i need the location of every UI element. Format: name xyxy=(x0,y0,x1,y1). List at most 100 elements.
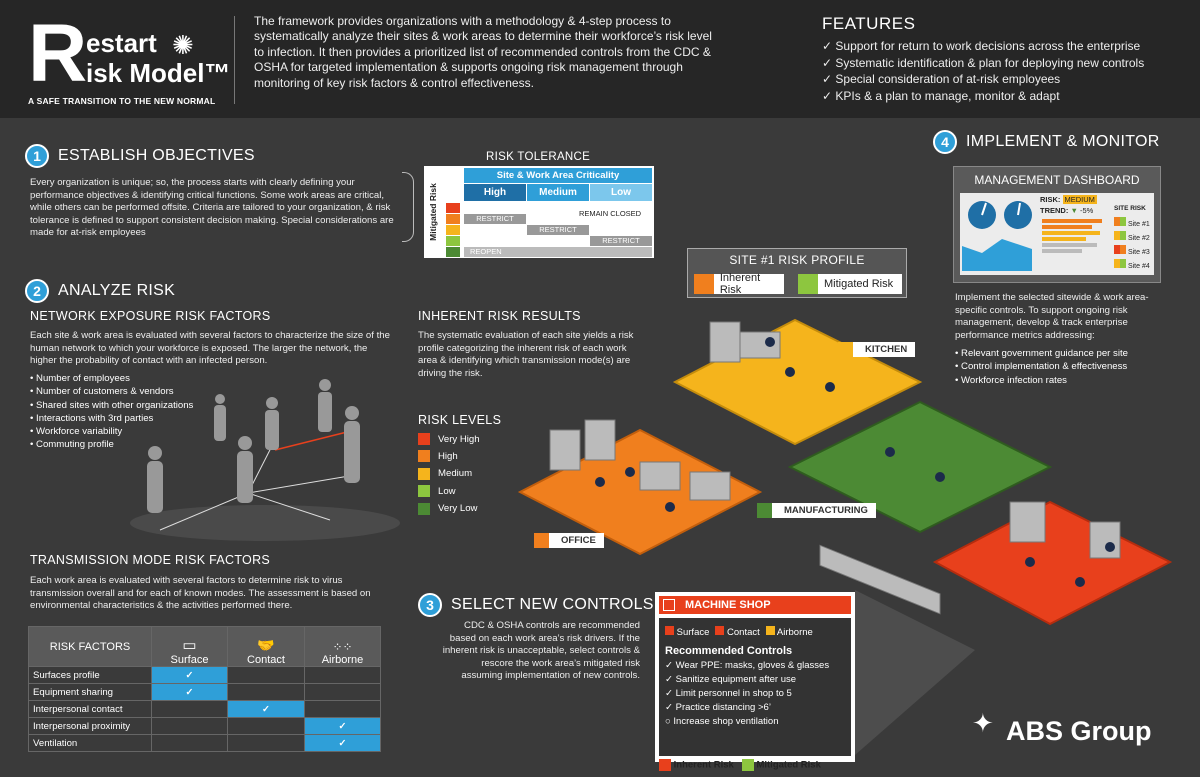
header-divider xyxy=(234,16,235,104)
implement-item: Control implementation & effectiveness xyxy=(955,360,1128,373)
network-list: Number of employees Number of customers … xyxy=(30,372,193,452)
site-profile-box: SITE #1 RISK PROFILE Inherent Risk Mitig… xyxy=(687,248,907,298)
network-item: Commuting profile xyxy=(30,438,193,451)
people-network-illustration xyxy=(130,379,400,541)
trend-down-icon: ▼ xyxy=(1070,206,1078,215)
brace-icon xyxy=(402,172,414,242)
network-item: Workforce variability xyxy=(30,425,193,438)
risk-factors-table: RISK FACTORS ▭Surface 🤝Contact ⁘⁘Airborn… xyxy=(28,626,381,752)
tolerance-axis-label: Mitigated Risk xyxy=(428,183,438,241)
inherent-text: The systematic evaluation of each site y… xyxy=(418,330,634,379)
inherent-title: INHERENT RISK RESULTS xyxy=(418,309,581,323)
risk-levels-legend: Very High High Medium Low Very Low xyxy=(418,433,480,520)
feature-item: Support for return to work decisions acr… xyxy=(822,38,1144,55)
tolerance-remain-closed: REMAIN CLOSED xyxy=(579,209,642,218)
area-tag-manufacturing: MANUFACTURING xyxy=(757,503,876,518)
mitigated-chip: Mitigated Risk xyxy=(798,274,902,294)
machine-modes: Surface Contact Airborne xyxy=(665,626,845,638)
area-chart-icon xyxy=(962,239,1032,271)
callout-pointer xyxy=(855,590,975,755)
step-3-badge: 3 xyxy=(418,593,442,617)
tolerance-restrict: RESTRICT xyxy=(527,225,589,235)
mode-surface: ▭Surface xyxy=(151,626,228,667)
risk-badge: MEDIUM xyxy=(1062,195,1097,204)
site-risk-list: Site #1 Site #2 Site #3 Site #4 xyxy=(1114,217,1150,273)
bar-chart-icon xyxy=(1042,219,1108,253)
network-item: Number of customers & vendors xyxy=(30,385,193,398)
table-row: Ventilation✓ xyxy=(28,734,381,752)
table-row: Equipment sharing✓ xyxy=(28,683,381,701)
legend-item: Very Low xyxy=(418,502,480,515)
inherent-risk-label: Inherent Risk xyxy=(659,759,734,771)
recommended-controls-title: Recommended Controls xyxy=(665,645,793,657)
step-3-text: CDC & OSHA controls are recommended base… xyxy=(442,620,640,682)
transmission-text: Each work area is evaluated with several… xyxy=(30,575,371,612)
tolerance-restrict: RESTRICT xyxy=(590,236,652,246)
step-1-text: Every organization is unique; so, the pr… xyxy=(30,177,394,239)
features-title: FEATURES xyxy=(822,14,916,33)
site-risk-title: SITE RISK xyxy=(1114,205,1146,212)
mode-contact: 🤝Contact xyxy=(227,626,305,667)
tolerance-col-medium: Medium xyxy=(527,184,589,201)
step-4-badge: 4 xyxy=(933,130,957,154)
step-4-title: IMPLEMENT & MONITOR xyxy=(966,133,1160,150)
feature-item: Special consideration of at-risk employe… xyxy=(822,71,1144,88)
transmission-title: TRANSMISSION MODE RISK FACTORS xyxy=(30,553,271,567)
risk-tolerance-title: RISK TOLERANCE xyxy=(486,151,591,163)
tolerance-level-swatch xyxy=(446,236,460,246)
eagle-logo-icon: ✦ xyxy=(972,708,994,738)
table-row: Interpersonal contact✓ xyxy=(28,700,381,718)
controls-list: ✓ Wear PPE: masks, gloves & glasses ✓ Sa… xyxy=(665,659,845,729)
inherent-chip: Inherent Risk xyxy=(694,272,784,296)
control-item: ✓ Practice distancing >6’ xyxy=(665,702,771,713)
control-item: ✓ Limit personnel in shop to 5 xyxy=(665,688,792,699)
virus-icon: ✺ xyxy=(172,30,194,60)
tolerance-restrict: RESTRICT xyxy=(464,214,526,224)
tolerance-level-swatch xyxy=(446,203,460,213)
step-2-badge: 2 xyxy=(25,279,49,303)
legend-item: High xyxy=(418,450,480,463)
implement-item: Relevant government guidance per site xyxy=(955,347,1128,360)
dashboard-title: MANAGEMENT DASHBOARD xyxy=(974,173,1140,187)
control-item: ○ Increase shop ventilation xyxy=(665,716,779,727)
network-item: Number of employees xyxy=(30,372,193,385)
tolerance-level-swatch xyxy=(446,247,460,257)
step-1-badge: 1 xyxy=(25,144,49,168)
legend-item: Low xyxy=(418,485,480,498)
tolerance-level-swatch xyxy=(446,225,460,235)
step-1-title: ESTABLISH OBJECTIVES xyxy=(58,147,255,164)
network-item: Interactions with 3rd parties xyxy=(30,412,193,425)
machine-shop-title: MACHINE SHOP xyxy=(685,599,771,611)
features-list: Support for return to work decisions acr… xyxy=(822,38,1144,104)
feature-item: KPIs & a plan to manage, monitor & adapt xyxy=(822,88,1144,105)
mode-airborne: ⁘⁘Airborne xyxy=(304,626,381,667)
network-text: Each site & work area is evaluated with … xyxy=(30,330,390,367)
isometric-site-map xyxy=(517,318,1173,626)
tolerance-col-low: Low xyxy=(590,184,652,201)
step-3-title: SELECT NEW CONTROLS xyxy=(451,596,654,613)
tolerance-header: Site & Work Area Criticality xyxy=(464,168,652,183)
risk-levels-title: RISK LEVELS xyxy=(418,413,502,427)
logo-line2: isk Model™ xyxy=(86,58,231,88)
brand-logo: ABS Group xyxy=(1006,716,1152,746)
handshake-icon: 🤝 xyxy=(257,637,275,653)
implement-text: Implement the selected sitewide & work a… xyxy=(955,292,1149,341)
management-dashboard: MANAGEMENT DASHBOARD RISK: MEDIUM TREND:… xyxy=(953,166,1161,283)
implement-item: Workforce infection rates xyxy=(955,374,1128,387)
network-item: Shared sites with other organizations xyxy=(30,399,193,412)
tolerance-col-high: High xyxy=(464,184,526,201)
feature-item: Systematic identification & plan for dep… xyxy=(822,55,1144,72)
implement-list: Relevant government guidance per site Co… xyxy=(955,347,1128,387)
site-profile-title: SITE #1 RISK PROFILE xyxy=(729,253,865,267)
mitigated-risk-label: Mitigated Risk xyxy=(741,759,821,771)
logo-r: R xyxy=(28,8,88,99)
table-icon: ▭ xyxy=(182,637,197,654)
legend-item: Medium xyxy=(418,467,480,480)
area-tag-kitchen: KITCHEN xyxy=(838,342,916,357)
legend-item: Very High xyxy=(418,433,480,445)
step-2-title: ANALYZE RISK xyxy=(58,282,176,299)
particles-icon: ⁘⁘ xyxy=(332,640,353,654)
tolerance-level-swatch xyxy=(446,214,460,224)
intro-text: The framework provides organizations wit… xyxy=(254,14,712,90)
table-row: Surfaces profile✓ xyxy=(28,666,381,684)
